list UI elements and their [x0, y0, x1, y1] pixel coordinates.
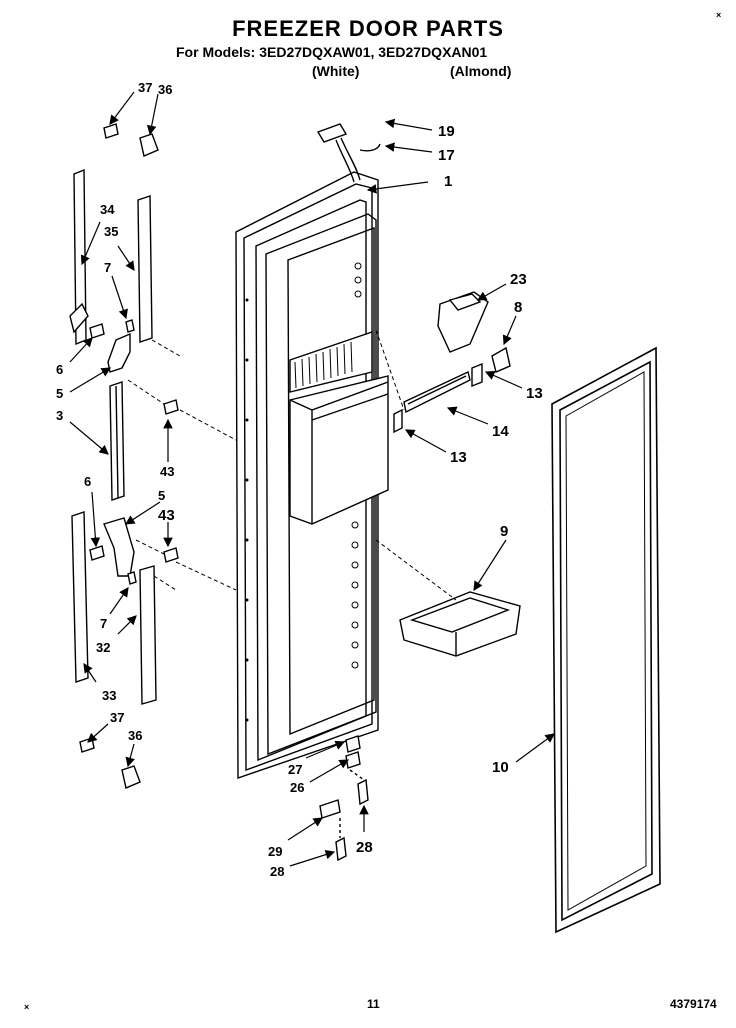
callout-32: 32: [96, 640, 110, 655]
ice-chute-part: [437, 291, 489, 353]
callout-37-lower: 37: [110, 710, 124, 725]
callout-37-upper: 37: [138, 80, 152, 95]
callout-43-lower: 43: [158, 507, 175, 524]
variant-white: (White): [312, 63, 360, 79]
callout-13-upper: 13: [526, 385, 543, 402]
callout-14: 14: [492, 423, 509, 440]
callout-6-upper: 6: [56, 362, 63, 377]
bottom-hinge-parts: [319, 735, 369, 862]
callout-23: 23: [510, 271, 527, 288]
callout-labels: 1 19 17 23 8 13 14 13 9 10 37 36 34 35 7…: [56, 80, 543, 879]
callout-7-lower: 7: [100, 616, 107, 631]
callout-28-left: 28: [270, 864, 284, 879]
callout-26: 26: [290, 780, 304, 795]
corner-mark-bottom: ×: [24, 1002, 30, 1012]
callout-36-upper: 36: [158, 82, 172, 97]
callout-6-lower: 6: [84, 474, 91, 489]
callout-29: 29: [268, 844, 282, 859]
assembly-lines: [127, 329, 457, 601]
document-number: 4379174: [670, 997, 717, 1011]
callout-1: 1: [444, 173, 452, 190]
door-outer-panel: [235, 123, 389, 779]
corner-mark-top: ×: [716, 10, 722, 20]
callout-5-lower: 5: [158, 488, 165, 503]
callout-43-upper: 43: [160, 464, 174, 479]
callout-5-upper: 5: [56, 386, 63, 401]
callout-34: 34: [100, 202, 115, 217]
trim-parts-left: [69, 123, 179, 789]
door-bin-part: [399, 591, 521, 657]
callout-19: 19: [438, 123, 455, 140]
callout-7-upper: 7: [104, 260, 111, 275]
callout-9: 9: [500, 523, 508, 540]
callout-33: 33: [102, 688, 116, 703]
callout-13-lower: 13: [450, 449, 467, 466]
page-number: 11: [367, 997, 380, 1011]
callout-8: 8: [514, 299, 522, 316]
callout-3: 3: [56, 408, 63, 423]
callout-17: 17: [438, 147, 455, 164]
callout-36-lower: 36: [128, 728, 142, 743]
callout-10: 10: [492, 759, 509, 776]
model-list: For Models: 3ED27DQXAW01, 3ED27DQXAN01: [176, 44, 488, 60]
leader-arrows: [69, 91, 555, 867]
callout-28-right: 28: [356, 839, 373, 856]
variant-almond: (Almond): [450, 63, 512, 79]
door-gasket: [551, 346, 661, 934]
callout-35: 35: [104, 224, 118, 239]
bracket-part: [491, 346, 511, 373]
rail-part: [393, 362, 483, 434]
callout-27: 27: [288, 762, 302, 777]
page-title: FREEZER DOOR PARTS: [232, 16, 504, 41]
